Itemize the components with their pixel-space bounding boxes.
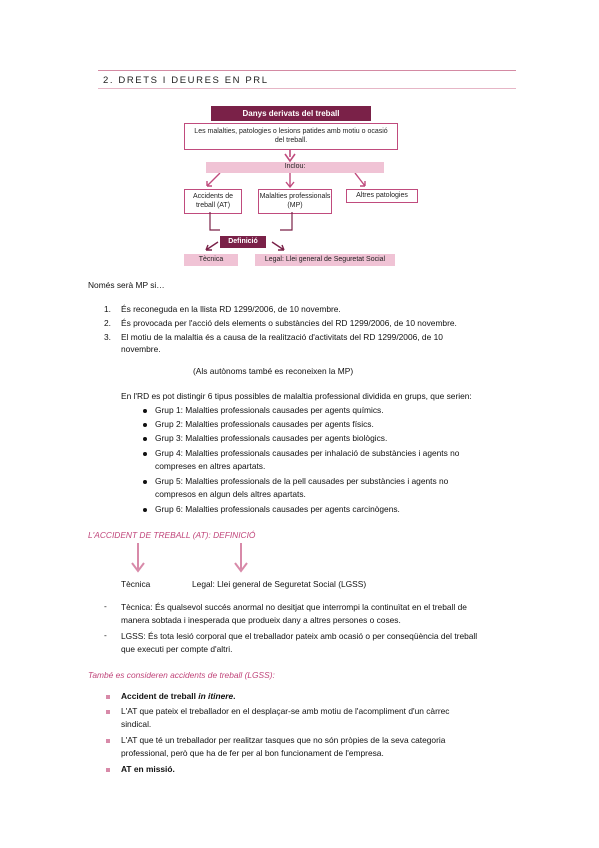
arrow-down-icon (234, 543, 248, 573)
list-item-text: . (233, 691, 236, 701)
list-item: Tècnica: És qualsevol succés anormal no … (121, 602, 467, 612)
bullet-square-icon (106, 695, 110, 699)
mp-intro: Només serà MP si… (88, 280, 165, 290)
diagram-legal: Legal: Llei general de Seguretat Social (255, 254, 395, 266)
diagram-inclou: Inclou: (206, 162, 384, 173)
list-item: L'AT que té un treballador per realitzar… (121, 735, 446, 745)
definition-arrows-icon (205, 241, 285, 251)
arrow-down-icon (284, 150, 296, 162)
heading-rule-bottom (98, 88, 516, 89)
bullet-icon (143, 480, 147, 484)
bullet-icon (143, 423, 147, 427)
diagram-at-box: Accidents de treball (AT) (184, 189, 242, 214)
list-item-continuation: novembre. (121, 344, 161, 354)
elbow-arrows-icon (209, 212, 293, 231)
list-item: L'AT que pateix el treballador en el des… (121, 706, 450, 716)
list-item-continuation: professional, però que ha de fer per al … (121, 748, 384, 758)
section-heading: 2. DRETS I DEURES EN PRL (103, 75, 269, 86)
list-item-number: 1. (104, 304, 111, 314)
list-item-continuation: compresos en algun dels altres apartats. (155, 489, 306, 499)
heading-rule-top (98, 70, 516, 71)
at-tecnica-label: Tècnica (121, 579, 151, 589)
bullet-icon (143, 409, 147, 413)
bullet-square-icon (106, 739, 110, 743)
groups-intro: En l'RD es pot distingir 6 tipus possibl… (121, 391, 472, 401)
list-item-emphasis: in itinere (198, 691, 234, 701)
diagram-definicio: Definició (220, 236, 266, 248)
at-section-heading: L'ACCIDENT DE TREBALL (AT): DEFINICIÓ (88, 530, 256, 540)
list-item: Accident de treball in itinere. (121, 690, 236, 703)
list-item: LGSS: És tota lesió corporal que el treb… (121, 631, 478, 641)
bullet-square-icon (106, 768, 110, 772)
list-item: Grup 6: Malalties professionals causades… (155, 504, 400, 514)
arrow-down-icon (131, 543, 145, 573)
list-item: És reconeguda en la llista RD 1299/2006,… (121, 304, 341, 314)
list-item: Grup 2: Malalties professionals causades… (155, 419, 374, 429)
list-item: El motiu de la malaltia és a causa de la… (121, 332, 443, 342)
bullet-icon (143, 452, 147, 456)
list-item: És provocada per l'acció dels elements o… (121, 318, 457, 328)
list-item-number: 2. (104, 318, 111, 328)
list-item-continuation: compreses en altres apartats. (155, 461, 266, 471)
list-item: Grup 3: Malalties professionals causades… (155, 433, 388, 443)
dash-icon: - (104, 601, 107, 611)
diagram-altres-box: Altres patologies (346, 189, 418, 203)
list-item: Grup 4: Malalties professionals causades… (155, 448, 460, 458)
list-item-continuation: sindical. (121, 719, 152, 729)
autonoms-note: (Als autònoms també es reconeixen la MP) (193, 366, 354, 376)
bullet-icon (143, 437, 147, 441)
list-item: AT en missió. (121, 764, 175, 774)
bullet-icon (143, 508, 147, 512)
bullet-square-icon (106, 710, 110, 714)
also-section-heading: També es consideren accidents de treball… (88, 670, 275, 680)
diagram-title: Danys derivats del treball (211, 106, 371, 121)
dash-icon: - (104, 630, 107, 640)
branch-arrows-icon (206, 173, 366, 189)
list-item-text: Accident de treball (121, 691, 199, 701)
diagram-definition-box: Les malalties, patologies o lesions pati… (184, 123, 398, 150)
list-item-continuation: manera sobtada i inesperada que produeix… (121, 615, 401, 625)
list-item: Grup 5: Malalties professionals de la pe… (155, 476, 449, 486)
at-legal-label: Legal: Llei general de Seguretat Social … (192, 579, 367, 589)
list-item-number: 3. (104, 332, 111, 342)
diagram-tecnica: Tècnica (184, 254, 238, 266)
list-item-continuation: que executi per compte d'altri. (121, 644, 233, 654)
diagram-mp-box: Malalties professionals (MP) (258, 189, 332, 214)
list-item: Grup 1: Malalties professionals causades… (155, 405, 384, 415)
